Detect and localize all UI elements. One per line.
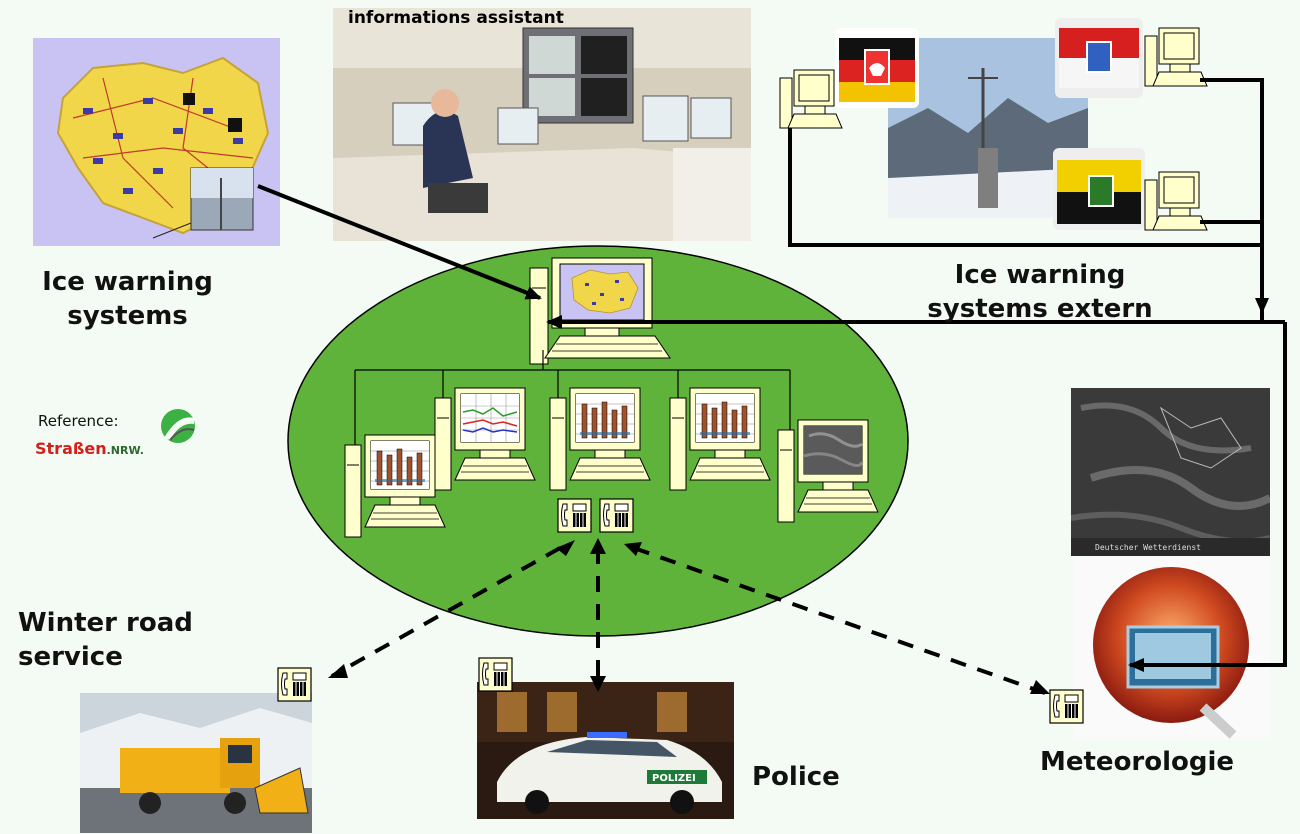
snow-plow-photo [80,693,312,833]
police-phone [478,657,513,692]
strassen-nrw-logo [161,409,195,443]
informations-assistant-label: informations assistant [348,8,564,28]
hesse-flag-illustration [1059,28,1139,88]
dwd-caption: Deutscher Wetterdienst [1095,543,1201,552]
police-car-illustration: POLIZEI [477,682,734,819]
control-room-photo [333,8,751,241]
logo-nrw: .NRW. [106,444,144,457]
reference-label: Reference: [38,412,119,430]
winter-road-line1: Winter road [18,608,193,638]
ice-warning-systems-line2: systems [67,301,188,331]
ice-warning-systems-line1: Ice warning [42,267,213,297]
winter-road-service-label: Winter road service [18,606,193,674]
central-server-computer [529,257,671,365]
saxony-anhalt-flag-illustration [1057,160,1141,224]
logo-text: Straßen.NRW. [35,439,144,458]
extern-computer-1 [779,69,843,129]
dashed-arrowheads [328,538,1050,694]
workstation-5 [777,419,879,523]
workstation-3 [549,387,651,491]
flag-lower-saxony [835,28,919,108]
extern-computer-3 [1144,171,1208,231]
satellite-image: Deutscher Wetterdienst [1071,388,1270,556]
extern-computer-2 [1144,27,1208,87]
winter-road-line2: service [18,642,123,672]
weather-station-photo [888,38,1088,218]
globe-illustration [1073,557,1270,739]
weather-station-illustration [888,38,1088,218]
satellite-illustration: Deutscher Wetterdienst [1071,388,1270,556]
ice-warning-systems-label: Ice warning systems [20,265,235,333]
snow-plow-illustration [80,693,312,833]
central-phone-2 [599,498,634,533]
network-tree [354,350,791,445]
flag-saxony-anhalt [1053,148,1145,230]
police-car-text: POLIZEI [652,773,696,784]
ice-warning-extern-label: Ice warning systems extern [895,258,1185,326]
meteorologie-label: Meteorologie [1040,747,1235,777]
central-phone-1 [557,498,592,533]
logo-strassen: Straßen [35,439,107,458]
flag-hesse [1055,18,1143,98]
workstation-4 [669,387,771,491]
lower-saxony-flag-illustration [839,38,915,102]
ice-warning-arrow [257,184,542,300]
map-illustration [33,38,280,246]
workstation-1 [344,434,446,538]
control-room-illustration [333,8,751,241]
ice-warning-extern-line1: Ice warning [954,260,1126,290]
police-car-photo: POLIZEI [477,682,734,819]
police-label: Police [752,762,840,792]
workstation-2 [434,387,536,491]
ice-warning-extern-line2: systems extern [927,294,1153,324]
winter-road-phone [277,667,312,702]
dashed-connectors [331,546,1046,695]
meteorologie-globe-image [1073,557,1270,739]
ice-warning-map-photo [33,38,280,246]
meteorologie-phone [1049,689,1084,724]
